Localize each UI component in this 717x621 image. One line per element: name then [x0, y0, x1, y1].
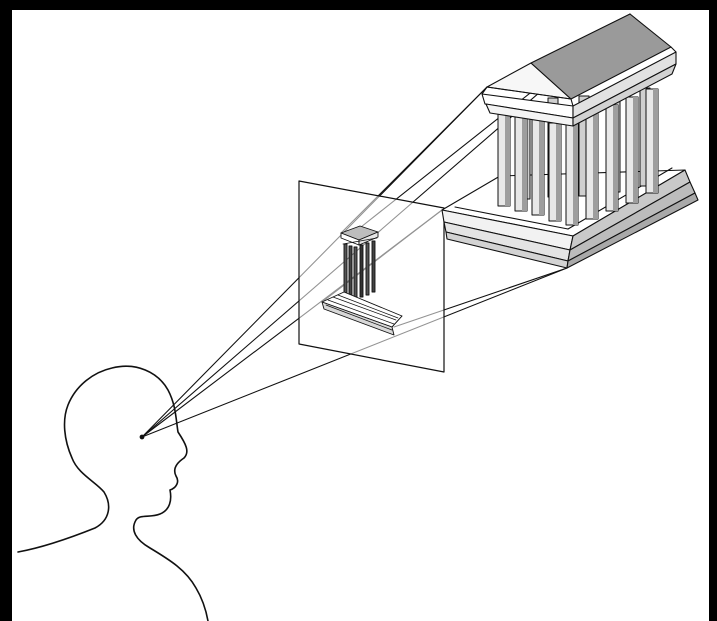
temple-base — [441, 167, 699, 269]
image-plane — [298, 180, 445, 373]
viewer-head — [17, 365, 209, 621]
projected-temple — [321, 225, 403, 336]
temple-columns — [497, 87, 659, 226]
temple-roof — [481, 13, 677, 127]
eye-point — [139, 434, 145, 440]
temple — [441, 13, 699, 269]
